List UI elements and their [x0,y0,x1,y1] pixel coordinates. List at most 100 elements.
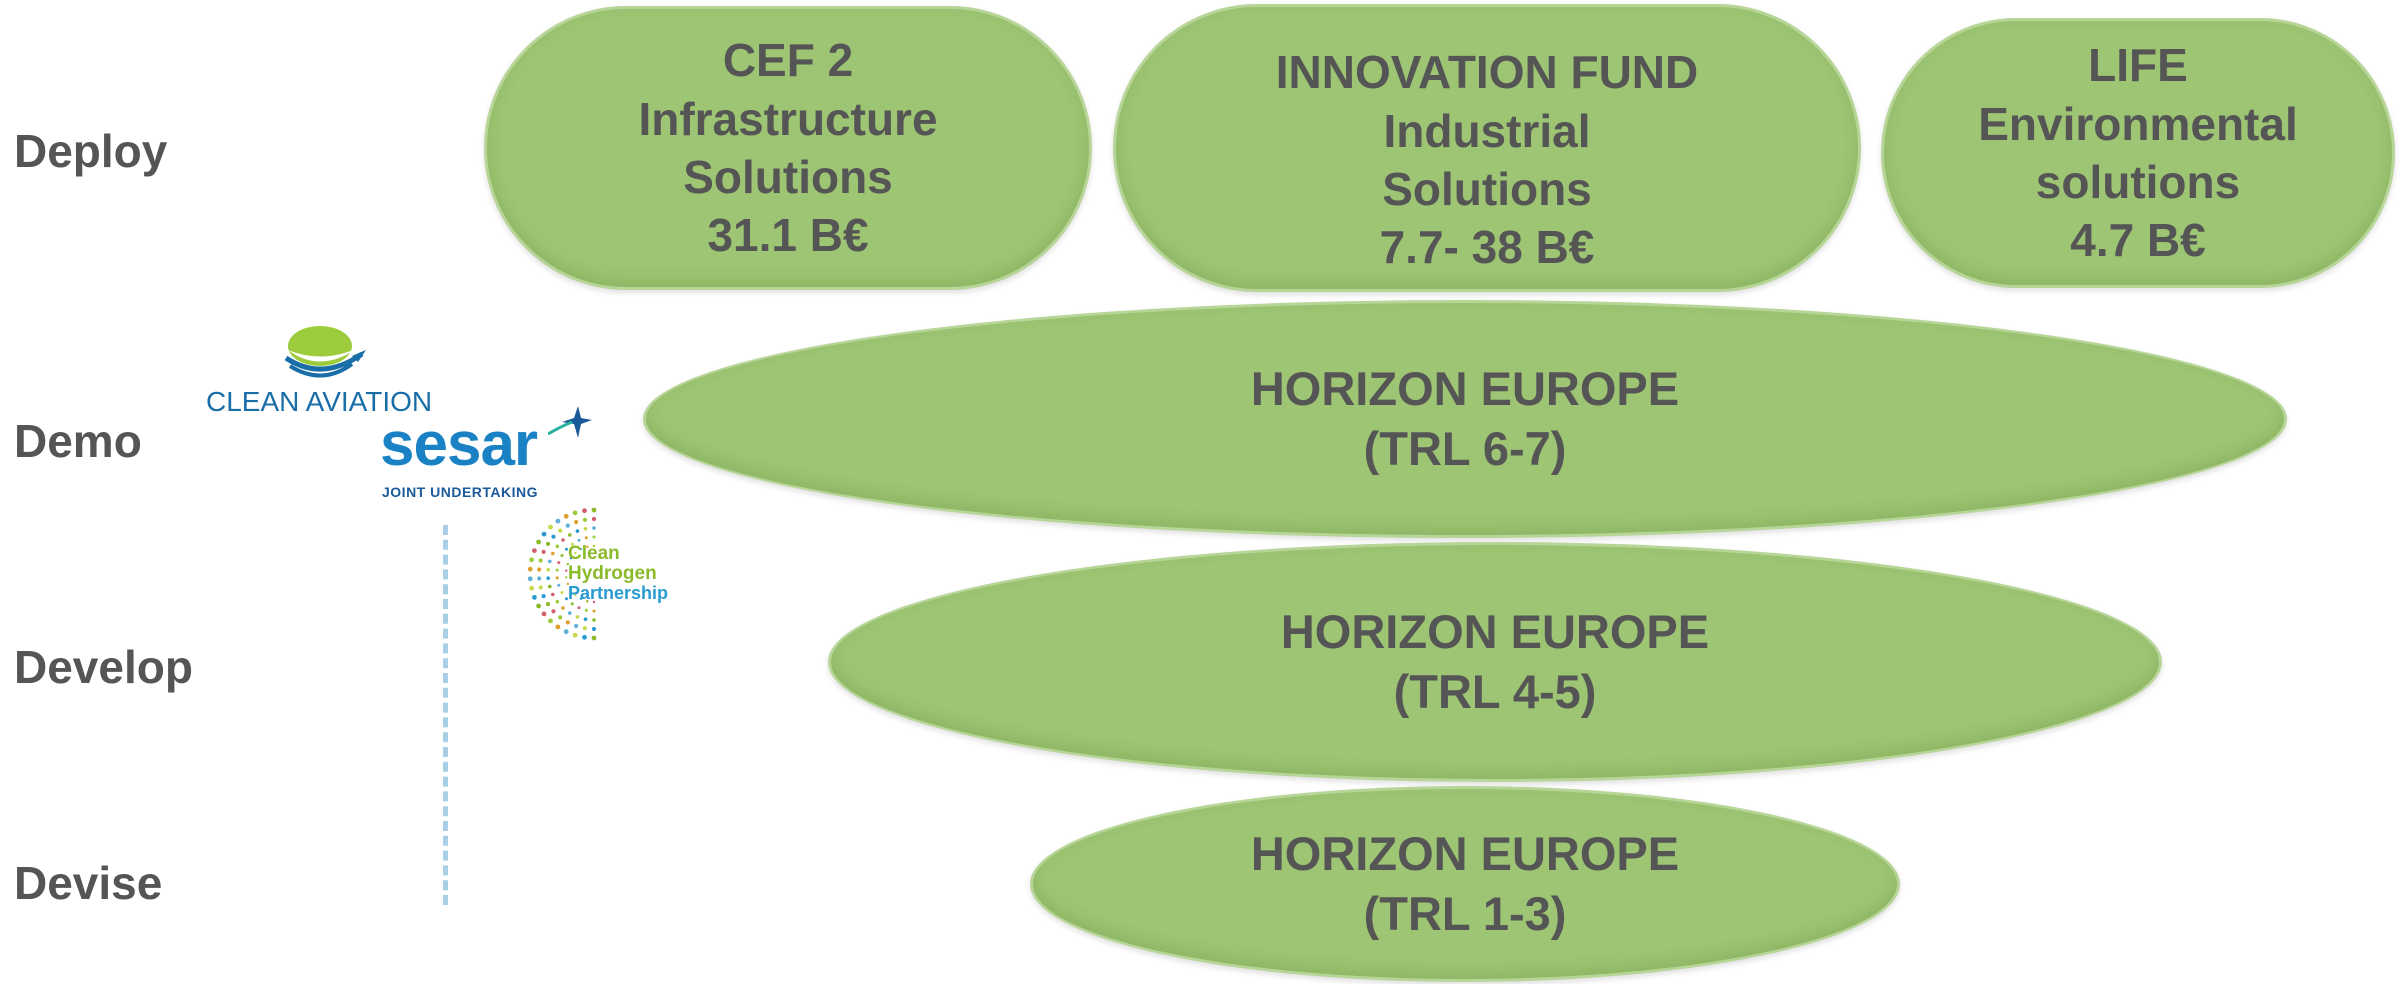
life-programme: LIFE Environmental solutions 4.7 B€ [1881,18,2395,288]
hydrogen-dot [591,635,597,641]
hydrogen-dot [541,611,547,617]
hydrogen-dot [566,582,569,586]
hydrogen-dot [565,576,568,579]
hydrogen-dot [545,602,551,607]
hydrogen-dot [582,626,587,631]
hydrogen-dot [558,615,563,620]
hydrogen-dot [557,583,561,587]
sesar-subtitle: JOINT UNDERTAKING [382,484,539,500]
horizon-devise-programme: HORIZON EUROPE (TRL 1-3) [1030,786,1900,982]
hydrogen-dot [583,527,588,531]
hydrogen-dot [565,597,568,601]
hydrogen-dot [548,584,552,589]
clean-hydrogen-dots-icon [527,507,597,641]
cef-line1: Infrastructure [638,92,938,145]
hydrogen-dot [551,592,555,597]
hydrogen-dot [538,558,543,563]
horizon-demo-trl: (TRL 6-7) [1363,422,1567,475]
hydrogen-dot [560,554,564,557]
hydrogen-dot [541,549,546,554]
hydrogen-dot [563,513,569,519]
hydrogen-dot [577,606,581,610]
partnership-divider-line [443,525,448,905]
hydrogen-dot [591,507,597,513]
cef-line2: Solutions [683,151,893,203]
hydrogen-dot [565,523,570,528]
cef-programme: CEF 2 Infrastructure Solutions 31.1 B€ [484,6,1092,290]
life-line1: Environmental [1978,97,2298,150]
cef-amount: 31.1 B€ [707,209,869,262]
hydrogen-dot [555,599,560,604]
innovation-fund-amount: 7.7- 38 B€ [1379,221,1595,274]
clean-aviation-text: CLEAN AVIATION [206,386,433,417]
clean-aviation-emblem-icon [284,326,366,378]
hydrogen-dot [555,576,559,580]
hydrogen-dot [555,544,560,549]
clean-hydrogen-line3: Partnership [568,583,669,603]
hydrogen-dot [532,595,537,600]
hydrogen-dot [551,609,556,614]
hydrogen-dot [591,516,597,522]
innovation-fund-line2: Solutions [1382,163,1592,215]
hydrogen-dot [591,626,597,632]
cef-name: CEF 2 [722,34,854,87]
hydrogen-dot [555,568,559,572]
hydrogen-dot [592,535,596,539]
clean-aviation-logo: CLEAN AVIATION [202,320,442,418]
hydrogen-dot [574,623,579,629]
hydrogen-dot [584,536,588,540]
hydrogen-dot [537,576,542,581]
hydrogen-dot [577,538,581,542]
hydrogen-dot [527,566,533,572]
horizon-develop-name: HORIZON EUROPE [1280,605,1710,659]
horizon-develop-trl: (TRL 4-5) [1393,665,1597,718]
hydrogen-dot [592,526,596,530]
clean-hydrogen-line1: Clean [568,543,620,564]
innovation-fund-programme: INNOVATION FUND Industrial Solutions 7.7… [1113,4,1861,292]
hydrogen-dot [592,618,596,622]
hydrogen-dot [561,606,565,610]
hydrogen-dot [546,568,550,572]
hydrogen-dot [566,562,569,566]
hydrogen-dot [582,634,587,640]
stage-label-demo: Demo [14,415,142,467]
hydrogen-dot [574,519,579,525]
hydrogen-dot [555,518,561,524]
horizon-devise-name: HORIZON EUROPE [1250,827,1680,881]
hydrogen-dot [551,551,555,556]
stage-label-deploy: Deploy [14,125,168,177]
clean-hydrogen-logo: Clean Hydrogen Partnership [524,506,684,642]
hydrogen-dot [565,547,568,551]
hydrogen-dot [575,615,580,619]
hydrogen-dot [557,561,561,565]
hydrogen-dot [541,594,546,599]
hydrogen-dot [548,559,552,564]
hydrogen-dot [527,576,533,582]
hydrogen-dot [574,593,577,597]
hydrogen-dot [565,569,568,572]
horizon-devise-trl: (TRL 1-3) [1363,887,1567,940]
hydrogen-dot [572,632,578,638]
hydrogen-dot [579,548,583,551]
stage-label-devise: Devise [14,857,163,909]
life-line2: solutions [2035,156,2241,208]
horizon-demo-programme: HORIZON EUROPE (TRL 6-7) [643,300,2287,538]
hydrogen-dot [568,533,572,537]
hydrogen-dot [563,629,569,635]
hydrogen-dot [546,576,550,580]
hydrogen-dot [575,529,580,533]
clean-aviation-wordmark: CLEAN AVIATION [206,386,432,418]
hydrogen-dot [582,517,587,522]
hydrogen-dot [532,548,537,553]
hydrogen-dot [565,620,570,625]
hydrogen-dot [538,585,543,590]
hydrogen-dot [592,609,596,613]
clean-hydrogen-line2: Hydrogen [568,563,657,584]
hydrogen-dot [529,557,534,563]
hydrogen-dot [586,545,589,548]
sesar-star-icon [548,406,592,438]
hydrogen-dot [584,608,588,612]
sesar-wordmark: sesar [380,410,538,479]
hydrogen-dot [541,531,547,537]
innovation-fund-name: INNOVATION FUND [1275,46,1699,99]
